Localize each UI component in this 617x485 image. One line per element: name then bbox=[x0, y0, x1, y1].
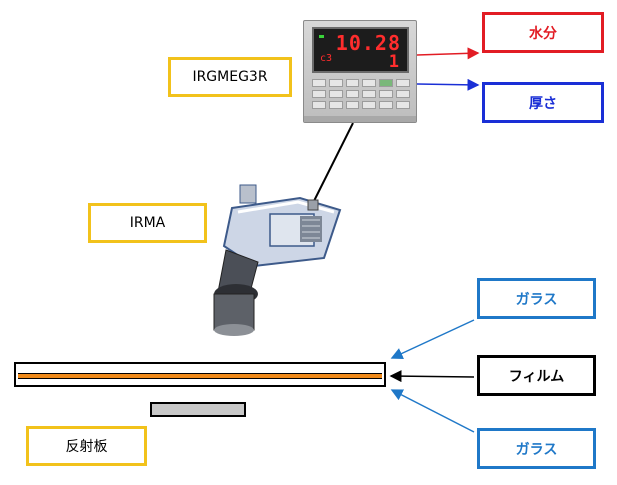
label-reflector: 反射板 bbox=[26, 426, 147, 466]
label-glass-top-text: ガラス bbox=[515, 291, 558, 308]
label-film: フィルム bbox=[477, 355, 596, 396]
label-sensor: IRMA bbox=[88, 203, 207, 243]
label-glass-top: ガラス bbox=[477, 278, 596, 319]
label-glass-bottom-text: ガラス bbox=[515, 441, 558, 458]
arrow-to-moisture bbox=[416, 47, 480, 60]
cable-controller-sensor bbox=[311, 122, 354, 206]
controller-device: 10.28 c3 1 bbox=[303, 20, 417, 123]
label-film-text: フィルム bbox=[508, 368, 565, 385]
controller-display: 10.28 c3 1 bbox=[312, 27, 409, 73]
sensor-head-illustration bbox=[213, 184, 342, 336]
controller-base bbox=[304, 116, 416, 122]
display-small-value: c3 bbox=[320, 53, 333, 64]
display-main-value: 10.28 bbox=[335, 31, 401, 55]
label-moisture-text: 水分 bbox=[529, 25, 557, 42]
arrow-to-thickness bbox=[416, 78, 480, 91]
arrow-film bbox=[389, 370, 475, 383]
film-glass-stack bbox=[14, 362, 386, 387]
display-sub-value: 1 bbox=[388, 52, 399, 72]
reflector-plate bbox=[150, 402, 246, 417]
arrow-glass-bottom bbox=[390, 389, 475, 433]
arrow-glass-top bbox=[390, 319, 475, 360]
label-reflector-text: 反射板 bbox=[65, 439, 108, 455]
controller-keypad bbox=[312, 79, 410, 109]
film-layer bbox=[18, 373, 382, 379]
label-glass-bottom: ガラス bbox=[477, 428, 596, 469]
label-controller-text: IRGMEG3R bbox=[192, 69, 268, 85]
label-moisture: 水分 bbox=[482, 12, 604, 53]
label-thickness: 厚さ bbox=[482, 82, 604, 123]
label-thickness-text: 厚さ bbox=[529, 95, 557, 112]
label-controller: IRGMEG3R bbox=[168, 57, 292, 97]
label-sensor-text: IRMA bbox=[129, 215, 166, 231]
status-led bbox=[319, 35, 324, 38]
